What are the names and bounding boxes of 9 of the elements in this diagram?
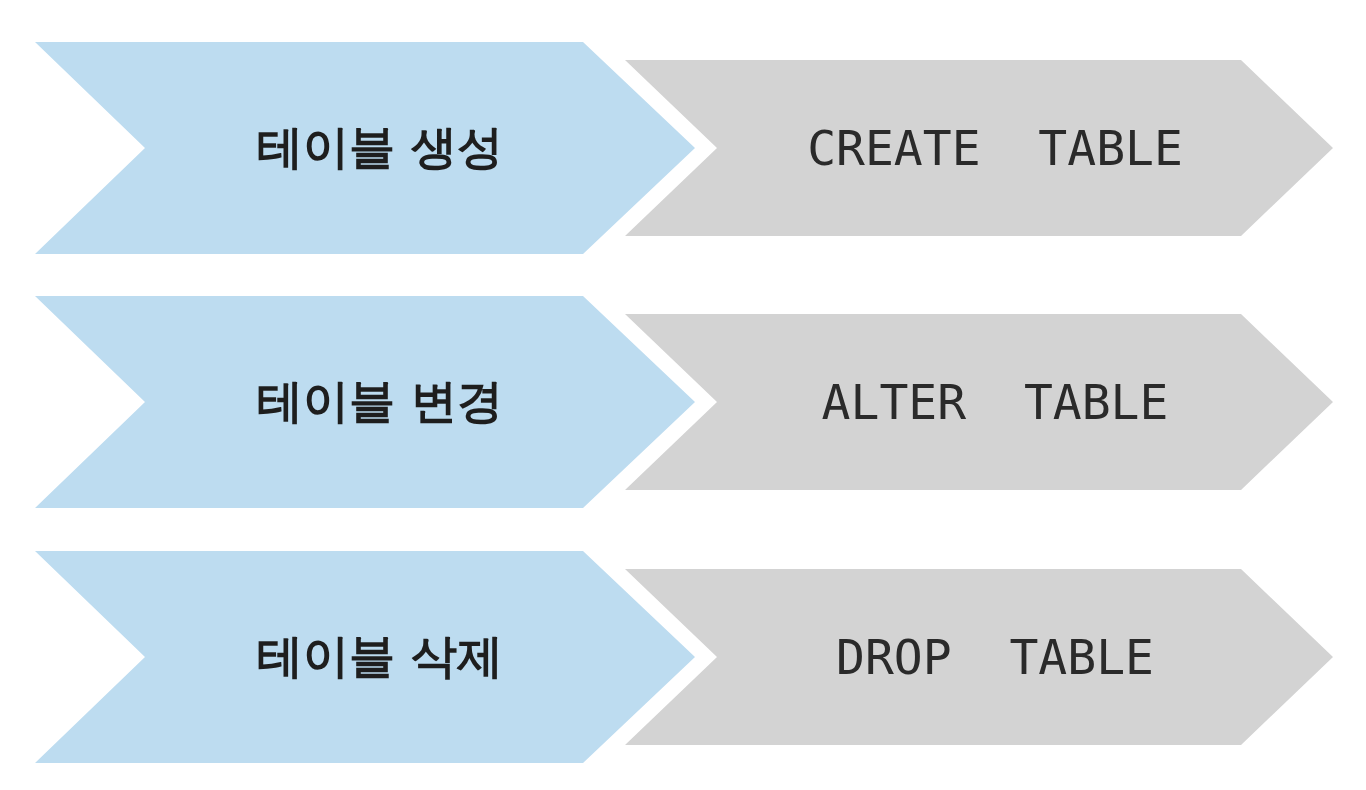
chevron-step (625, 314, 1333, 490)
step-label: DROP TABLE (836, 629, 1154, 685)
step-label: CREATE TABLE (807, 120, 1183, 176)
step-label: 테이블 생성 (257, 119, 503, 176)
step-label: 테이블 변경 (257, 373, 503, 430)
chevron-step (625, 60, 1333, 236)
step-label: 테이블 삭제 (257, 628, 503, 685)
chevron-step (625, 569, 1333, 745)
step-label: ALTER TABLE (821, 374, 1169, 430)
